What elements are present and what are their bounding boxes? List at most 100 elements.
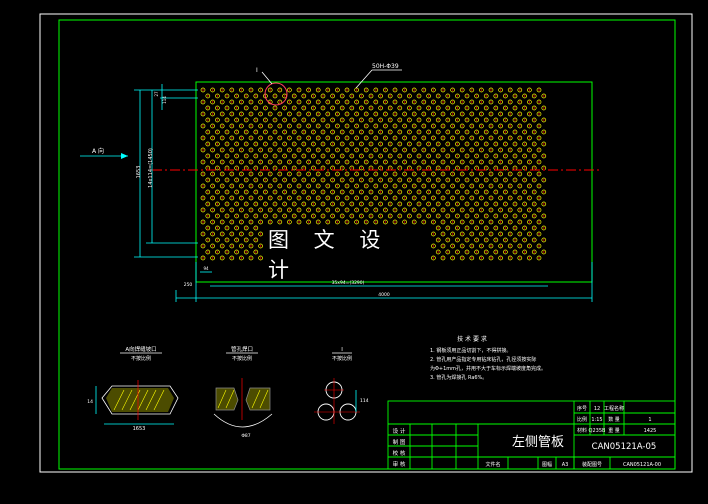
tube-hole-center [240, 257, 243, 259]
tube-hole-center [317, 185, 319, 187]
tube-hole-center [288, 89, 291, 91]
tube-hole-center [360, 95, 363, 97]
tube-hole [440, 243, 446, 249]
tube-hole-center [216, 107, 219, 109]
tube-hole-center [427, 107, 430, 109]
tube-hole-center [250, 149, 252, 151]
tube-hole-center [250, 137, 252, 139]
tube-hole-center [418, 203, 420, 205]
tube-hole-center [288, 113, 291, 115]
tube-hole-center [423, 173, 425, 175]
tube-hole [483, 225, 489, 231]
tube-hole-center [456, 107, 459, 109]
tube-hole-center [499, 113, 502, 115]
tube-hole-center [336, 137, 339, 139]
tube-hole-center [307, 185, 310, 187]
tube-hole [507, 207, 513, 213]
tube-hole-center [514, 203, 516, 205]
tube-hole [488, 87, 494, 93]
tube-hole-center [543, 215, 545, 217]
tube-hole [421, 219, 427, 225]
tube-hole [354, 147, 359, 153]
tube-hole [479, 135, 484, 141]
tube-hole [219, 147, 225, 153]
tube-hole [488, 135, 494, 141]
tube-hole [373, 183, 379, 189]
tube-hole-center [264, 119, 267, 121]
tube-hole-center [413, 173, 415, 175]
tube-hole-center [298, 125, 300, 127]
tube-hole-center [528, 257, 531, 259]
tube-hole-center [298, 89, 300, 91]
tube-hole-center [543, 203, 545, 205]
tube-hole [210, 207, 215, 213]
tube-hole [210, 159, 215, 165]
tube-hole [469, 99, 475, 105]
tube-hole [431, 111, 436, 117]
tube-hole [493, 105, 499, 111]
tube-hole-center [499, 137, 502, 139]
tube-hole [464, 93, 470, 99]
tube-hole-center [461, 257, 463, 259]
tube-hole-center [461, 209, 463, 211]
tube-hole-center [509, 125, 511, 127]
tube-hole-center [499, 185, 502, 187]
tube-hole-center [245, 215, 247, 217]
tube-hole-center [543, 227, 545, 229]
tube-hole-center [538, 149, 540, 151]
tube-hole-center [341, 95, 343, 97]
tube-hole [229, 147, 235, 153]
tube-hole [311, 201, 316, 207]
tube-hole [349, 213, 355, 219]
tube-hole [229, 99, 235, 105]
tube-hole-center [403, 149, 406, 151]
tube-hole-center [317, 89, 319, 91]
tube-hole-center [375, 101, 377, 103]
tube-hole [450, 159, 455, 165]
tube-hole-center [264, 179, 267, 181]
tube-hole [392, 99, 398, 105]
tube-hole [469, 219, 475, 225]
tube-hole-center [240, 149, 243, 151]
tube-hole [349, 93, 355, 99]
tube-hole-center [255, 155, 257, 157]
tube-hole [239, 231, 244, 237]
tube-hole-center [250, 101, 252, 103]
tube-hole [239, 123, 244, 129]
tube-hole [339, 189, 345, 195]
tube-hole [512, 249, 518, 255]
tube-hole-center [403, 221, 406, 223]
tube-hole-center [408, 143, 411, 145]
tube-hole [359, 165, 364, 171]
tube-hole-center [226, 191, 228, 193]
tube-hole-center [456, 179, 459, 181]
tb-r3-c4: 1425 [644, 428, 657, 434]
tube-hole [200, 183, 206, 189]
tube-hole-center [231, 173, 233, 175]
tube-hole [450, 123, 455, 129]
tube-hole [527, 243, 532, 249]
tube-hole [215, 165, 220, 171]
tube-hole-center [293, 167, 295, 169]
tube-hole-center [250, 209, 252, 211]
tube-hole-center [394, 137, 396, 139]
tube-hole [243, 177, 249, 183]
tube-hole-center [495, 215, 497, 217]
tube-hole [373, 195, 379, 201]
tube-hole [263, 213, 268, 219]
tube-hole [459, 135, 465, 141]
tube-hole [291, 189, 297, 195]
tube-hole-center [504, 215, 507, 217]
tube-hole-center [461, 161, 463, 163]
tube-hole-center [355, 125, 358, 127]
tube-hole [411, 111, 417, 117]
tube-hole-center [490, 173, 492, 175]
tube-hole-center [403, 113, 406, 115]
tube-hole-center [283, 143, 286, 145]
tube-hole [205, 237, 211, 243]
tube-hole [306, 135, 311, 141]
tube-hole-center [221, 233, 223, 235]
tube-hole-center [528, 221, 531, 223]
tube-hole-center [408, 119, 411, 121]
tube-hole-center [442, 113, 444, 115]
